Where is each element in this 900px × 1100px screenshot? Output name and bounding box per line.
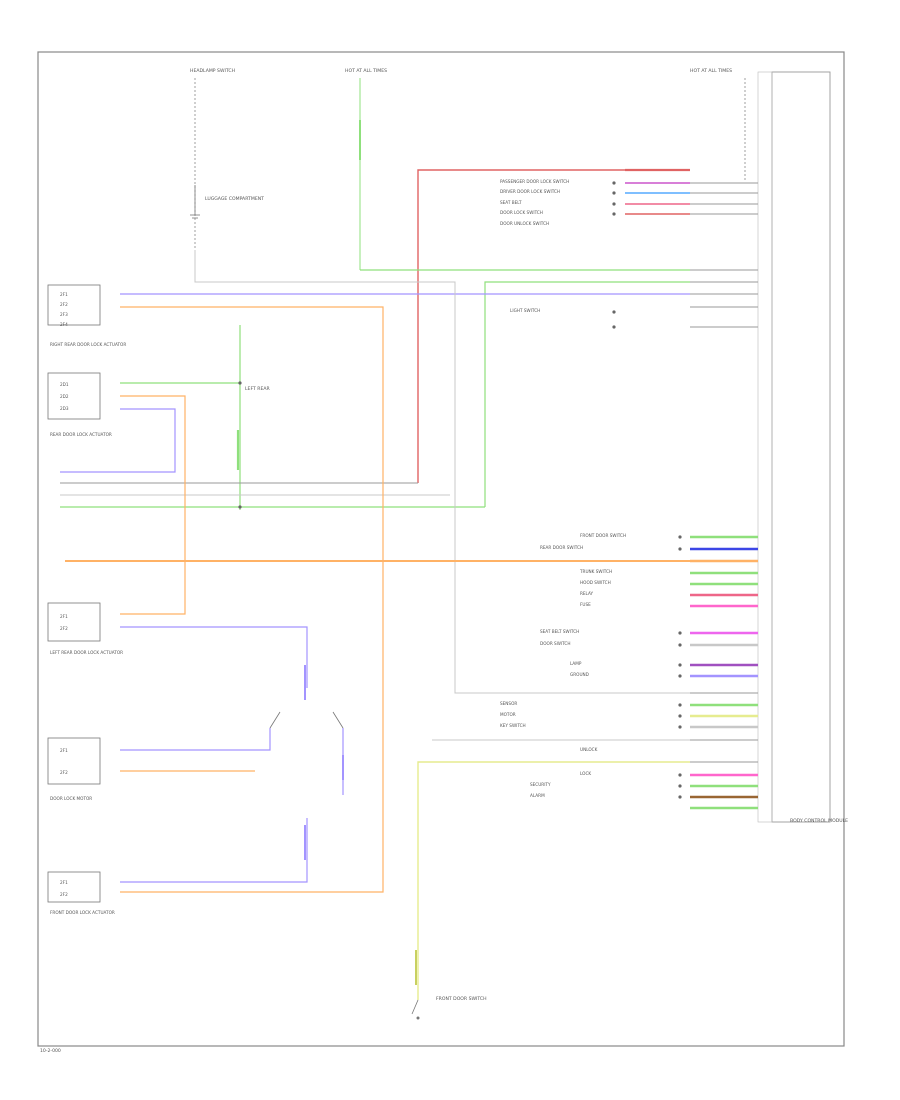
diagram-frame (37, 51, 845, 1047)
switch-block (269, 665, 344, 860)
green-wire-3 (120, 325, 241, 384)
svg-text:2F2: 2F2 (60, 770, 68, 775)
svg-text:LIGHT SWITCH: LIGHT SWITCH (510, 308, 540, 313)
svg-text:2D2: 2D2 (60, 394, 69, 399)
svg-text:SEAT BELT SWITCH: SEAT BELT SWITCH (540, 629, 579, 634)
right-label-list: PASSENGER DOOR LOCK SWITCH DRIVER DOOR L… (500, 179, 626, 798)
svg-text:GROUND: GROUND (570, 672, 589, 677)
gray-wire-1 (194, 250, 690, 694)
svg-text:2F1: 2F1 (60, 748, 68, 753)
svg-text:2F1: 2F1 (60, 292, 68, 297)
svg-text:KEY SWITCH: KEY SWITCH (500, 723, 526, 728)
svg-text:RELAY: RELAY (580, 591, 594, 596)
svg-text:MOTOR: MOTOR (500, 712, 516, 717)
top-label-hot-1: HOT AT ALL TIMES (345, 68, 387, 74)
connector-caption-c3: LEFT REAR DOOR LOCK ACTUATOR (50, 650, 123, 655)
yellow-wire (417, 761, 690, 1000)
svg-text:LOCK: LOCK (580, 771, 591, 776)
ground-icon (190, 185, 200, 219)
svg-text:2D1: 2D1 (60, 382, 69, 387)
svg-text:2F2: 2F2 (60, 302, 68, 307)
connector-c2: 2D1 2D2 2D3 REAR DOOR LOCK ACTUATOR (47, 372, 112, 437)
svg-text:SECURITY: SECURITY (530, 782, 551, 787)
svg-text:FUSE: FUSE (580, 602, 591, 607)
connector-c5: 2F1 2F2 FRONT DOOR LOCK ACTUATOR (47, 871, 115, 915)
bottom-caption: FRONT DOOR SWITCH (436, 996, 487, 1002)
purple-wire-5 (120, 818, 308, 883)
connector-c1: 2F1 2F2 2F3 2F4 RIGHT REAR DOOR LOCK ACT… (47, 284, 126, 347)
orange-wire-1 (120, 306, 384, 893)
purple-wire-4 (120, 728, 271, 751)
svg-text:2F1: 2F1 (60, 614, 68, 619)
svg-text:SENSOR: SENSOR (500, 701, 517, 706)
green-wire-2 (484, 281, 690, 507)
svg-text:FRONT DOOR SWITCH: FRONT DOOR SWITCH (580, 533, 626, 538)
splice-dots (238, 181, 682, 799)
module-pin-ticks (690, 182, 758, 763)
module-connector-strip (757, 71, 773, 823)
purple-wire-3 (120, 626, 308, 688)
purple-wire-2 (60, 408, 176, 473)
svg-text:LAMP: LAMP (570, 661, 582, 666)
svg-text:ALARM: ALARM (530, 793, 545, 798)
bottom-switch-icon (411, 999, 420, 1020)
top-label-headlamp: HEADLAMP SWITCH (190, 68, 235, 74)
ground-label-2: LEFT REAR (245, 386, 271, 392)
svg-text:2F2: 2F2 (60, 892, 68, 897)
ground-label-1: LUGGAGE COMPARTMENT (205, 196, 264, 202)
connector-c4: 2F1 2F2 DOOR LOCK MOTOR (47, 737, 101, 801)
svg-text:DRIVER DOOR LOCK SWITCH: DRIVER DOOR LOCK SWITCH (500, 189, 560, 194)
connector-caption-c2: REAR DOOR LOCK ACTUATOR (50, 432, 112, 437)
svg-text:2F1: 2F1 (60, 880, 68, 885)
svg-text:2F2: 2F2 (60, 626, 68, 631)
svg-text:2F3: 2F3 (60, 312, 68, 317)
svg-text:DOOR UNLOCK SWITCH: DOOR UNLOCK SWITCH (500, 221, 549, 226)
svg-text:HOOD SWITCH: HOOD SWITCH (580, 580, 611, 585)
footer-code: 10-2-000 (40, 1048, 61, 1054)
red-wire (417, 169, 680, 483)
svg-text:SEAT BELT: SEAT BELT (500, 200, 522, 205)
orange-wire-2 (120, 395, 186, 615)
svg-text:2F4: 2F4 (60, 322, 68, 327)
svg-text:DOOR LOCK SWITCH: DOOR LOCK SWITCH (500, 210, 543, 215)
connector-c3: 2F1 2F2 LEFT REAR DOOR LOCK ACTUATOR (47, 602, 123, 655)
top-label-hot-2: HOT AT ALL TIMES (690, 68, 732, 74)
svg-text:TRUNK SWITCH: TRUNK SWITCH (579, 569, 612, 574)
body-control-module (771, 71, 831, 823)
svg-text:PASSENGER DOOR LOCK SWITCH: PASSENGER DOOR LOCK SWITCH (500, 179, 569, 184)
connector-caption-c5: FRONT DOOR LOCK ACTUATOR (50, 910, 115, 915)
svg-text:2D3: 2D3 (60, 406, 69, 411)
connector-caption-c4: DOOR LOCK MOTOR (50, 796, 92, 801)
connector-caption-c1: RIGHT REAR DOOR LOCK ACTUATOR (50, 342, 126, 347)
module-caption: BODY CONTROL MODULE (790, 818, 848, 824)
svg-text:REAR DOOR SWITCH: REAR DOOR SWITCH (540, 545, 583, 550)
svg-text:DOOR SWITCH: DOOR SWITCH (540, 641, 570, 646)
svg-text:UNLOCK: UNLOCK (580, 747, 598, 752)
